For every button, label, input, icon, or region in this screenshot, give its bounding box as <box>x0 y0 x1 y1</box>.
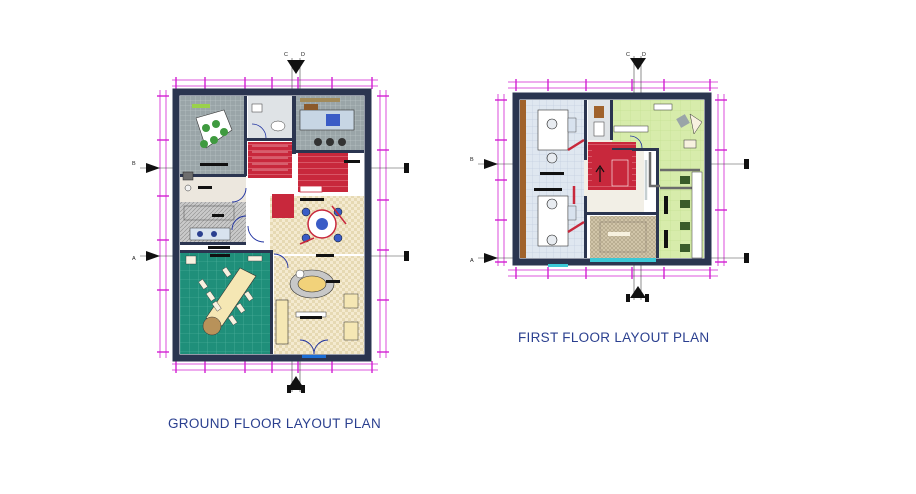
first-axis-markers <box>484 58 749 302</box>
ground-axis-label-c: C <box>284 52 288 58</box>
ground-door-swings <box>231 187 329 355</box>
ground-axis-label-a: A <box>132 256 136 262</box>
ground-dimension-lines <box>159 79 387 371</box>
ground-dimension-ticks <box>157 77 389 373</box>
first-interior-walls <box>584 100 659 258</box>
ground-conference-furniture <box>185 254 263 336</box>
first-corridor-rails <box>567 138 700 234</box>
ground-axis-markers <box>146 60 409 393</box>
first-axis-label-b: B <box>470 157 474 163</box>
first-stair-details <box>592 150 632 187</box>
ground-floor-plan: C D B A <box>132 52 409 393</box>
first-right-workstations <box>664 171 703 259</box>
ground-office-right-furniture <box>299 98 360 193</box>
ground-lounge-furniture <box>275 254 359 358</box>
ground-floor-caption: GROUND FLOOR LAYOUT PLAN <box>168 416 381 431</box>
ground-stair-right <box>298 152 348 192</box>
ground-axis-label-d: D <box>301 52 305 58</box>
ground-toilet-fixtures <box>251 103 286 139</box>
ground-stair <box>248 142 292 178</box>
first-dimension-ticks <box>495 79 727 279</box>
first-floor-plan: C D B A <box>470 52 749 302</box>
first-floor-caption: FIRST FLOOR LAYOUT PLAN <box>518 330 710 345</box>
first-left-workstations <box>534 109 577 267</box>
first-axis-label-d: D <box>642 52 646 58</box>
first-meeting-details <box>590 221 656 262</box>
first-axis-label-c: C <box>626 52 630 58</box>
ground-kitchen-furniture <box>183 205 235 249</box>
first-store-details <box>593 106 605 137</box>
ground-axis-label-b: B <box>132 161 136 167</box>
ground-interior-walls <box>180 96 364 354</box>
first-left-strip <box>520 100 526 258</box>
ground-office-left-furniture <box>182 104 233 192</box>
ground-stair-flight <box>272 194 294 218</box>
first-store <box>588 100 610 140</box>
first-manager-furniture <box>613 103 703 149</box>
ground-reception-furniture <box>299 198 347 245</box>
first-axis-label-a: A <box>470 258 474 264</box>
ground-toilet <box>248 96 292 140</box>
